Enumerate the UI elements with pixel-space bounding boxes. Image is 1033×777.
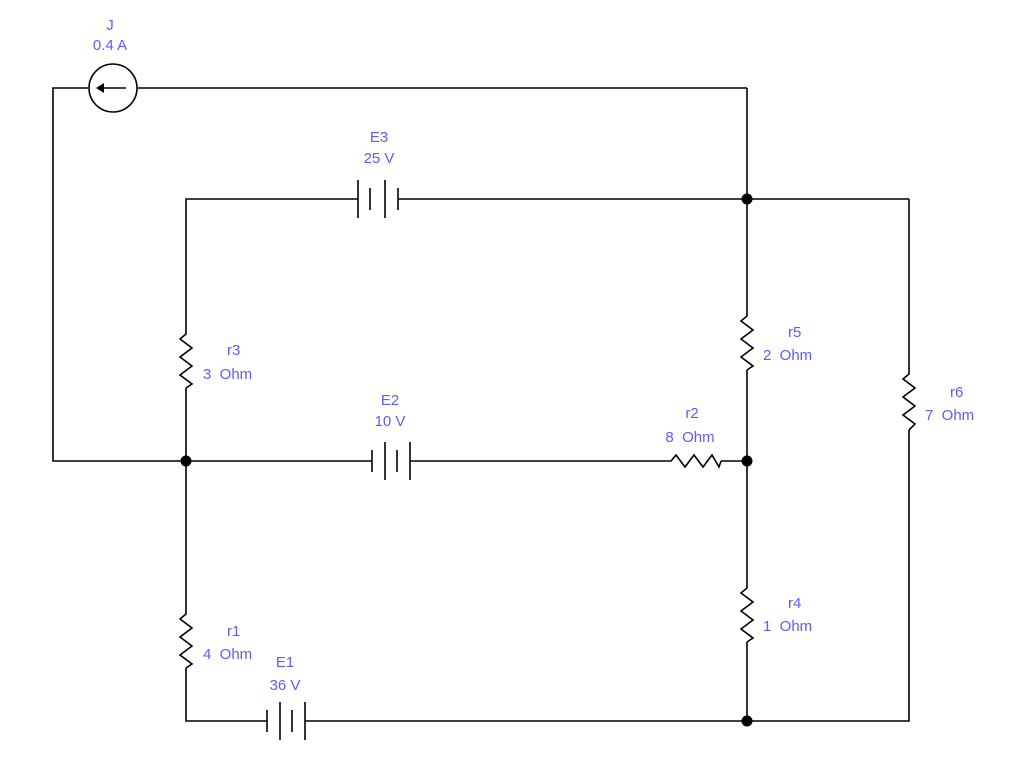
label-r5-name: r5 bbox=[788, 324, 801, 341]
label-e2-name: E2 bbox=[381, 392, 399, 409]
label-r3-name: r3 bbox=[227, 342, 240, 359]
resistor-r2 bbox=[667, 453, 722, 469]
label-j-value: 0.4 A bbox=[93, 37, 127, 54]
wires bbox=[52, 87, 910, 722]
battery-e2 bbox=[371, 442, 411, 480]
label-j-name: J bbox=[106, 17, 114, 34]
label-r6-value: 7 Ohm bbox=[925, 407, 974, 424]
resistor-r5 bbox=[739, 312, 755, 371]
junction-node bbox=[741, 715, 753, 727]
label-r2-name: r2 bbox=[685, 405, 698, 422]
label-r1-value: 4 Ohm bbox=[203, 646, 252, 663]
label-r2-value: 8 Ohm bbox=[665, 429, 714, 446]
junction-node bbox=[741, 193, 753, 205]
junction-node bbox=[180, 455, 192, 467]
label-e1-name: E1 bbox=[276, 654, 294, 671]
label-e1-value: 36 V bbox=[270, 677, 301, 694]
wire-r6-bottom bbox=[747, 430, 910, 722]
label-r4-value: 1 Ohm bbox=[763, 618, 812, 635]
label-e3-value: 25 V bbox=[364, 150, 395, 167]
current-source-j bbox=[88, 63, 138, 113]
label-r3-value: 3 Ohm bbox=[203, 366, 252, 383]
resistor-r4 bbox=[739, 584, 755, 643]
battery-e1 bbox=[266, 702, 306, 740]
wire-e1-left bbox=[185, 668, 267, 722]
junction-node bbox=[741, 455, 753, 467]
label-r1-name: r1 bbox=[227, 623, 240, 640]
current-arrow-head-icon bbox=[96, 83, 104, 93]
current-source-circle bbox=[88, 63, 138, 113]
label-e3-name: E3 bbox=[370, 129, 388, 146]
battery-e3 bbox=[357, 180, 399, 218]
resistor-r6 bbox=[901, 370, 917, 431]
label-r4-name: r4 bbox=[788, 595, 801, 612]
wire-top-loop bbox=[52, 87, 186, 462]
resistor-r1 bbox=[178, 610, 194, 669]
label-e2-value: 10 V bbox=[375, 413, 406, 430]
label-r6-name: r6 bbox=[950, 384, 963, 401]
resistor-r3 bbox=[178, 330, 194, 389]
wire-e3-left bbox=[185, 198, 358, 330]
label-r5-value: 2 Ohm bbox=[763, 347, 812, 364]
